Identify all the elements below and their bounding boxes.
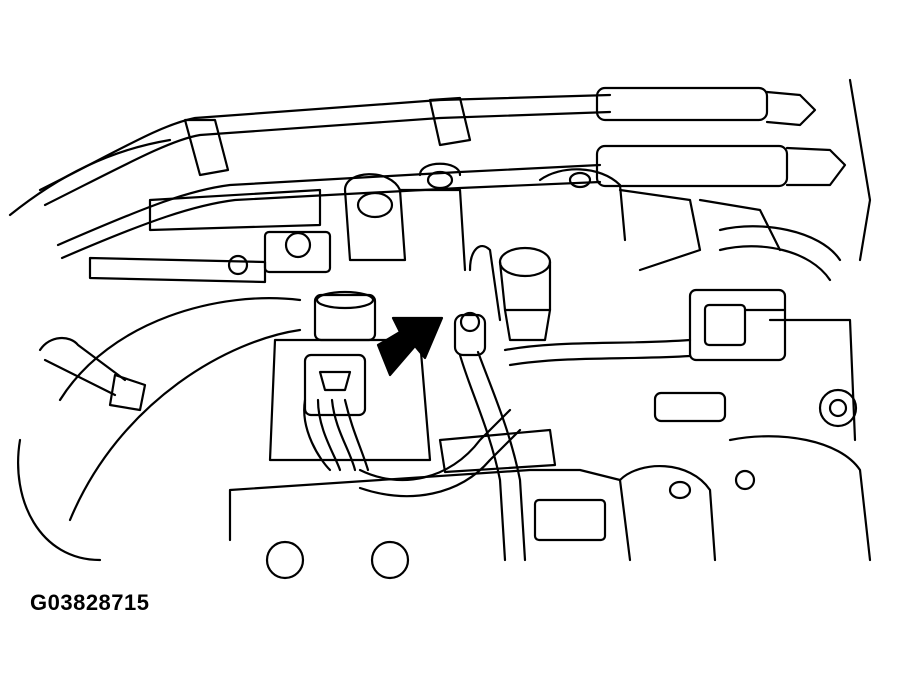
pcv-valve bbox=[500, 248, 550, 340]
left-pipe-and-fitting bbox=[18, 298, 300, 560]
iac-valve bbox=[270, 292, 520, 496]
intake-manifold-body bbox=[90, 164, 780, 282]
right-hose-and-connector bbox=[505, 226, 856, 440]
lower-engine-block bbox=[230, 436, 870, 578]
figure-code: G03828715 bbox=[30, 590, 150, 615]
pointer-arrow bbox=[378, 318, 442, 375]
hose-and-clamp bbox=[440, 246, 555, 560]
upper-harness-tubes bbox=[10, 80, 870, 260]
engine-illustration bbox=[0, 0, 901, 590]
